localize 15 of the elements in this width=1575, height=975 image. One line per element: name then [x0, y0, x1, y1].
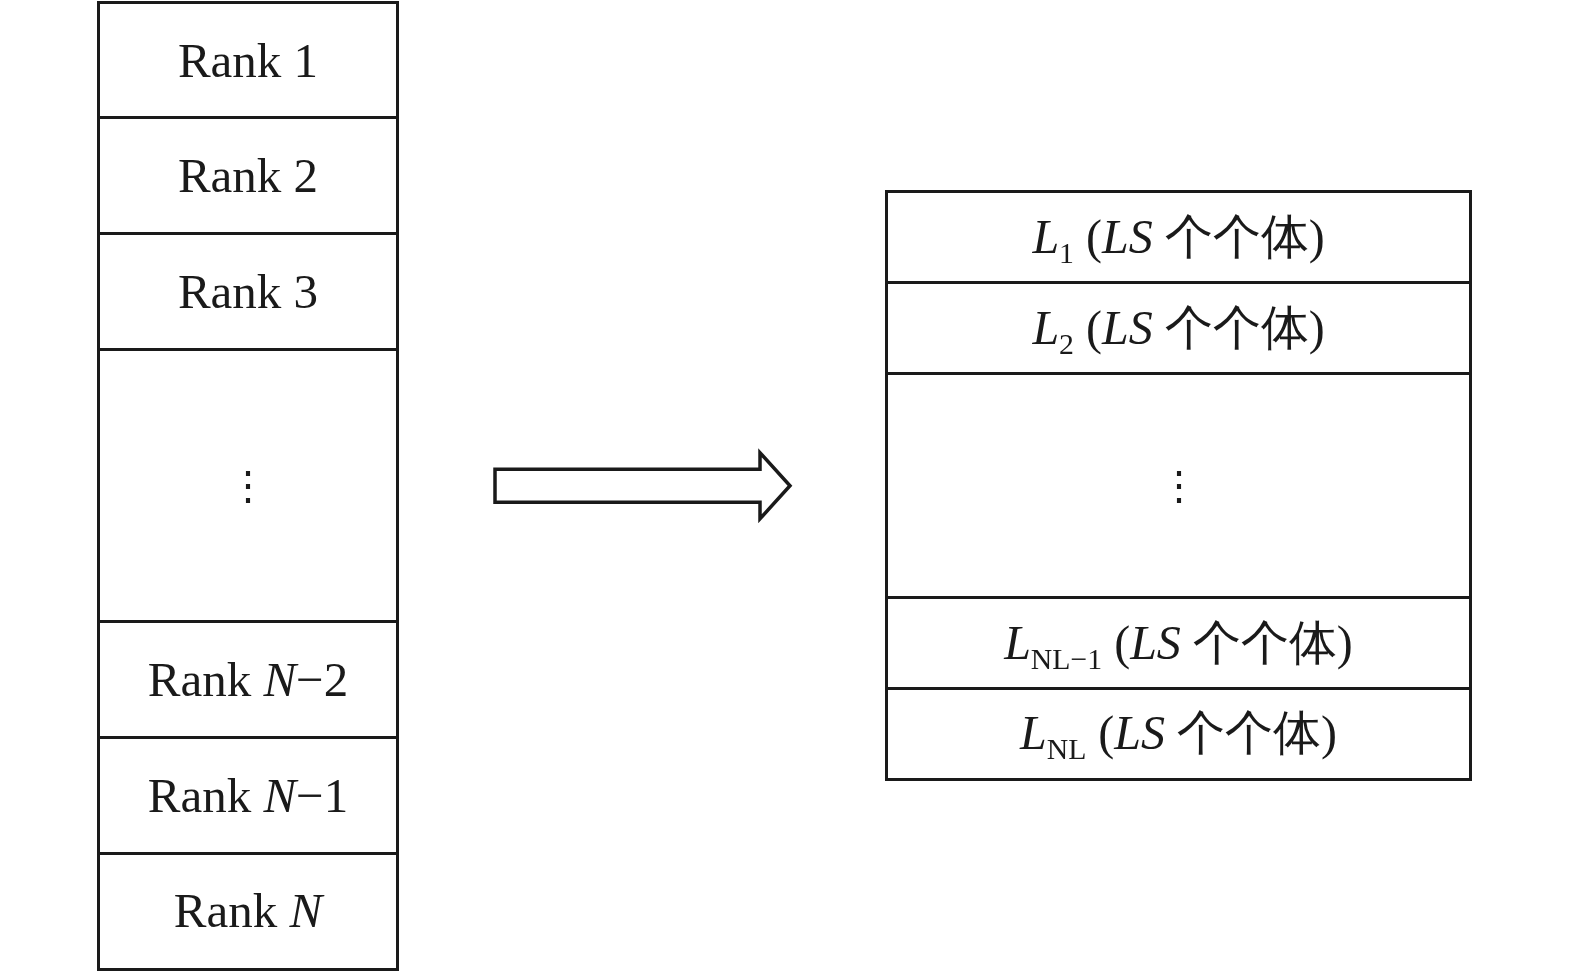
- rank-label: Rank 2: [177, 148, 319, 203]
- layer-label: L$_{NL}$ (LS 个个体): [1019, 707, 1337, 761]
- rank-label: Rank N: [173, 884, 323, 939]
- vertical-ellipsis: ⋮: [1158, 463, 1199, 508]
- rank-label: Rank N−2: [147, 652, 349, 707]
- layer-label: L$_{NL−1}$ (LS 个个体): [1004, 616, 1353, 670]
- layer-label: L$_{2}$ (LS 个个体): [1032, 301, 1325, 355]
- block-arrow: [493, 448, 793, 524]
- layer-stack-frame: [885, 190, 1472, 781]
- rank-label: Rank 3: [177, 264, 319, 319]
- layer-label: L$_{1}$ (LS 个个体): [1032, 211, 1325, 264]
- rank-label: Rank N−1: [147, 768, 349, 823]
- rank-label: Rank 1: [177, 33, 319, 88]
- vertical-ellipsis: ⋮: [228, 463, 268, 508]
- rank-stack-frame: [97, 1, 399, 971]
